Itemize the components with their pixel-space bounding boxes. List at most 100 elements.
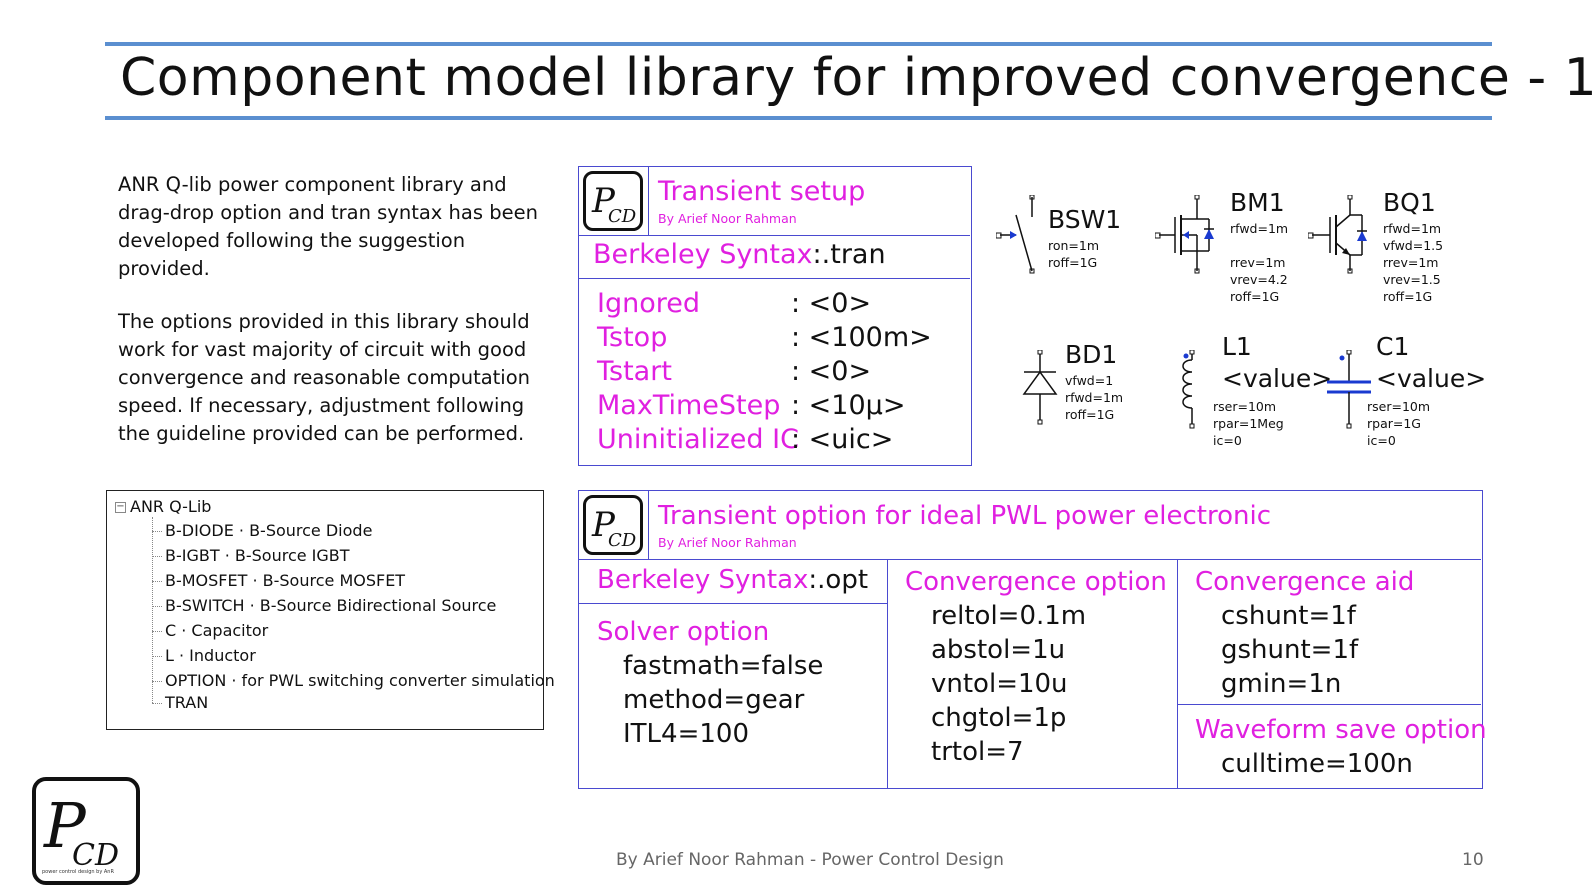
option-item: ITL4=100 (623, 719, 749, 749)
tree-connector (152, 517, 153, 703)
pcd-logo: P CD (583, 495, 643, 555)
panel-divider (1177, 704, 1481, 705)
inductor-symbol-icon[interactable] (1178, 350, 1214, 430)
intro-paragraph-2: The options provided in this library sho… (118, 308, 538, 448)
pcd-logo-large: P CD power control design by AnR (32, 777, 140, 885)
text-line: drag-drop option and tran syntax has bee… (118, 201, 538, 224)
page-title: Component model library for improved con… (120, 48, 1595, 108)
panel-divider (579, 559, 1481, 560)
param-text: ic=0 (1213, 433, 1242, 448)
igbt-symbol-icon[interactable] (1308, 195, 1368, 275)
switch-symbol-icon[interactable] (996, 195, 1046, 275)
tree-item-tran[interactable]: TRAN (165, 693, 209, 712)
tree-item-b-igbt[interactable]: B-IGBT · B-Source IGBT (165, 546, 350, 565)
param-text: rser=10m (1213, 399, 1277, 414)
bq1-params: rfwd=1m vfwd=1.5 rrev=1m vrev=1.5 roff=1… (1383, 220, 1443, 305)
bm1-label: BM1 (1230, 188, 1285, 217)
param-row: Tstop : <100m> (597, 321, 957, 355)
svg-text:P: P (43, 789, 87, 862)
param-row: Tstart : <0> (597, 355, 957, 389)
capacitor-symbol-icon[interactable] (1324, 350, 1374, 430)
param-value: : <0> (791, 288, 872, 319)
tree-item-inductor[interactable]: L · Inductor (165, 646, 256, 665)
waveform-save-section: Waveform save option culltime=100n (1195, 713, 1487, 781)
pcd-logo-icon: P CD (591, 505, 637, 551)
text-line: the guideline provided can be performed. (118, 422, 525, 445)
pcd-logo-icon: P CD (591, 181, 637, 227)
pcd-logo-large-icon: P CD (43, 789, 119, 873)
transient-setup-panel[interactable]: P CD Transient setup By Arief Noor Rahma… (578, 166, 972, 466)
tree-connector (152, 703, 162, 704)
tree-root[interactable]: −ANR Q-Lib (115, 497, 211, 516)
option-item: reltol=0.1m (931, 601, 1087, 631)
library-tree: −ANR Q-Lib B-DIODE · B-Source Diode B-IG… (106, 490, 555, 730)
param-row: Ignored : <0> (597, 287, 957, 321)
param-value: : <uic> (791, 424, 894, 455)
option-item: chgtol=1p (931, 703, 1067, 733)
param-name: MaxTimeStep (597, 390, 781, 421)
bd1-params: vfwd=1 rfwd=1m roff=1G (1065, 372, 1123, 423)
param-text: ic=0 (1367, 433, 1396, 448)
param-text: rser=10m (1367, 399, 1431, 414)
param-text: roff=1G (1065, 407, 1115, 422)
bd1-label: BD1 (1065, 340, 1118, 369)
bq1-label: BQ1 (1383, 188, 1436, 217)
option-item: fastmath=false (623, 651, 824, 681)
tree-connector (152, 631, 162, 632)
tree-connector (152, 606, 162, 607)
bsw1-params: ron=1m roff=1G (1048, 237, 1099, 271)
text-line: provided. (118, 257, 210, 280)
option-item: method=gear (623, 685, 805, 715)
param-name: Tstop (597, 322, 668, 353)
text-line: convergence and reasonable computation (118, 366, 531, 389)
option-item: cshunt=1f (1221, 601, 1356, 631)
section-heading: Solver option (597, 617, 770, 647)
panel-divider (887, 559, 888, 788)
c1-params: rser=10m rpar=1G ic=0 (1367, 398, 1430, 449)
option-item: trtol=7 (931, 737, 1024, 767)
transient-option-panel[interactable]: P CD Transient option for ideal PWL powe… (578, 490, 1487, 789)
footer-text: By Arief Noor Rahman - Power Control Des… (616, 850, 1004, 870)
param-text: rpar=1G (1367, 416, 1421, 431)
param-text: ron=1m (1048, 238, 1100, 253)
tree-item-capacitor[interactable]: C · Capacitor (165, 621, 269, 640)
panel-divider (579, 603, 887, 604)
param-text: rrev=1m (1383, 255, 1439, 270)
tree-item-b-mosfet[interactable]: B-MOSFET · B-Source MOSFET (165, 571, 406, 590)
diode-symbol-icon[interactable] (1020, 350, 1060, 425)
bm1-params: rfwd=1m rrev=1m vrev=4.2 roff=1G (1230, 220, 1288, 305)
c1-value: <value> (1376, 364, 1487, 393)
logo-caption: power control design by AnR (42, 869, 114, 875)
tree-connector (152, 681, 162, 682)
mosfet-symbol-icon[interactable] (1155, 195, 1215, 275)
syntax-label: Berkeley Syntax (597, 565, 809, 595)
collapse-icon[interactable]: − (115, 501, 126, 513)
param-text: rpar=1Meg (1213, 416, 1284, 431)
param-value: : <100m> (791, 322, 932, 353)
tree-item-b-diode[interactable]: B-DIODE · B-Source Diode (165, 521, 373, 540)
tree-item-b-switch[interactable]: B-SWITCH · B-Source Bidirectional Source (165, 596, 497, 615)
param-name: Uninitialized IC (597, 424, 799, 455)
tree-root-label: ANR Q-Lib (130, 497, 212, 516)
param-row: MaxTimeStep : <10µ> (597, 389, 957, 423)
l1-label: L1 (1222, 332, 1252, 361)
panel-divider (579, 235, 970, 236)
tree-connector (152, 556, 162, 557)
tree-item-option[interactable]: OPTION · for PWL switching converter sim… (165, 671, 555, 690)
param-name: Ignored (597, 288, 700, 319)
transient-option-title: Transient option for ideal PWL power ele… (658, 501, 1271, 531)
option-item: abstol=1u (931, 635, 1066, 665)
l1-value: <value> (1222, 364, 1333, 393)
syntax-value: :.tran (812, 239, 886, 270)
transient-setup-byline: By Arief Noor Rahman (658, 211, 797, 226)
param-name: Tstart (597, 356, 672, 387)
intro-paragraph-1: ANR Q-lib power component library and dr… (118, 171, 538, 283)
param-value: : <0> (791, 356, 872, 387)
tran-params: Ignored : <0> Tstop : <100m> Tstart : <0> M… (597, 287, 957, 457)
param-value: : <10µ> (791, 390, 906, 421)
tree-connector (152, 581, 162, 582)
tree-connector (152, 656, 162, 657)
param-text: roff=1G (1048, 255, 1098, 270)
l1-params: rser=10m rpar=1Meg ic=0 (1213, 398, 1284, 449)
panel-divider (1177, 559, 1178, 788)
